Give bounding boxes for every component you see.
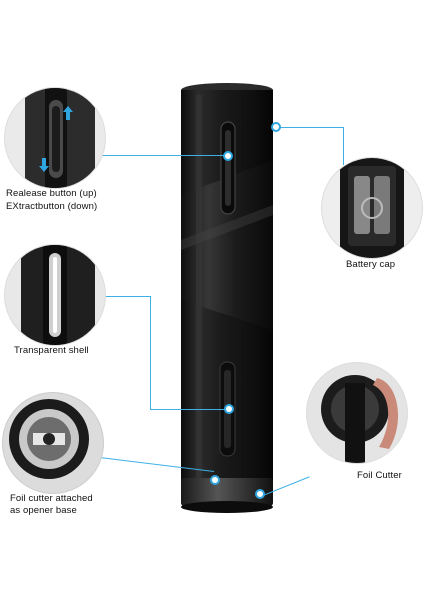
foil-cutter-label: Foil Cutter — [357, 470, 402, 481]
battery-line-h — [277, 127, 343, 128]
release-line-h — [100, 155, 228, 156]
battery-cap-zoom — [321, 157, 423, 259]
arrow-up-icon — [63, 106, 73, 120]
foil-cutter-zoom — [306, 362, 408, 464]
transparent-shell-label: Transparent shell — [14, 345, 89, 356]
shell-dot — [224, 404, 234, 414]
shell-line-h2 — [150, 409, 228, 410]
opener-base-zoom — [2, 392, 104, 494]
shell-line-v — [150, 296, 151, 409]
release-button-zoom — [4, 87, 106, 189]
release-label-1: Realease button (up) — [6, 188, 97, 199]
battery-dot — [271, 122, 281, 132]
arrow-down-icon — [39, 158, 49, 172]
opener-base-label-2: as opener base — [10, 505, 77, 516]
battery-cap-label: Battery cap — [346, 259, 396, 270]
release-dot — [223, 151, 233, 161]
opener-base-dot — [210, 475, 220, 485]
release-label-2: EXtractbutton (down) — [6, 201, 98, 212]
opener-base-label-1: Foil cutter attached — [10, 493, 93, 504]
shell-line-h1 — [100, 296, 150, 297]
foil-dot — [255, 489, 265, 499]
battery-line-v — [343, 127, 344, 165]
transparent-shell-zoom — [4, 244, 106, 346]
